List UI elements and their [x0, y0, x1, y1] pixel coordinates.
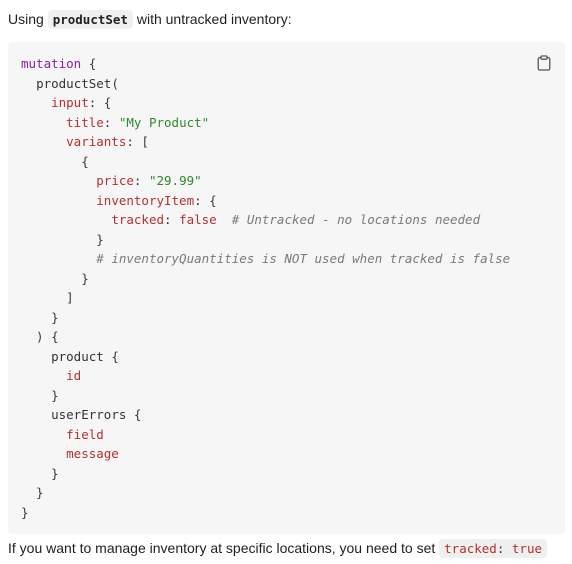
- code-token: :: [164, 212, 180, 227]
- code-token: [21, 95, 51, 110]
- intro-prefix: Using: [8, 11, 48, 27]
- intro-paragraph: Using productSet with untracked inventor…: [8, 9, 292, 30]
- code-token: [21, 134, 66, 149]
- code-line: productSet(: [21, 74, 510, 94]
- code-token: [21, 76, 36, 91]
- code-token: message: [66, 446, 119, 461]
- inline-code-tracked-true: tracked: true: [439, 539, 547, 558]
- code-line: mutation {: [21, 54, 510, 74]
- code-token: product: [51, 348, 104, 364]
- code-token: [21, 407, 51, 422]
- code-line: ) {: [21, 327, 510, 347]
- code-line: input: {: [21, 93, 510, 113]
- code-token: :: [133, 173, 149, 188]
- code-line: }: [21, 503, 510, 523]
- clipboard-icon: [537, 55, 551, 71]
- code-token: {: [126, 407, 142, 422]
- code-token: (: [111, 75, 119, 91]
- code-token: inventoryItem: [96, 192, 195, 208]
- code-token: :: [103, 114, 119, 130]
- code-token: mutation: [21, 56, 82, 71]
- code-token: input: [51, 95, 89, 110]
- code-block: mutation { productSet( input: { title: "…: [8, 42, 565, 534]
- code-line: tracked: false # Untracked - no location…: [21, 210, 510, 230]
- code-token: # Untracked - no locations needed: [231, 212, 481, 227]
- code-line: }: [21, 230, 510, 250]
- code-line: }: [21, 464, 510, 484]
- inline-code-sep: :: [496, 541, 512, 556]
- code-token: }: [21, 504, 29, 520]
- code-token: }: [21, 387, 59, 403]
- code-line: variants: [: [21, 132, 510, 152]
- code-token: }: [21, 465, 59, 481]
- code-token: [21, 193, 96, 208]
- code-token: [21, 212, 111, 227]
- code-token: [21, 173, 96, 188]
- code-line: id: [21, 366, 510, 386]
- code-token: id: [66, 368, 82, 383]
- code-token: title: [66, 114, 104, 130]
- code-line: title: "My Product": [21, 113, 510, 133]
- code-token: }: [21, 309, 59, 325]
- code-token: : [: [126, 134, 149, 149]
- code-line: message: [21, 444, 510, 464]
- intro-suffix: with untracked inventory:: [132, 11, 292, 27]
- code-token: {: [81, 56, 97, 71]
- code-token: }: [21, 231, 104, 247]
- inline-code-value: true: [511, 541, 542, 556]
- code-token: [21, 349, 51, 364]
- code-token: "29.99": [148, 173, 202, 188]
- code-token: productSet: [36, 75, 112, 91]
- code-line: price: "29.99": [21, 171, 510, 191]
- inline-code-key: tracked: [444, 541, 497, 556]
- code-line: product {: [21, 347, 510, 367]
- copy-code-button[interactable]: [537, 55, 551, 71]
- code-token: ]: [21, 290, 74, 305]
- code-token: price: [96, 173, 134, 188]
- code-lines: mutation { productSet( input: { title: "…: [21, 54, 510, 522]
- code-token: [217, 212, 232, 227]
- code-token: false: [179, 212, 217, 227]
- code-token: [21, 251, 96, 266]
- code-token: field: [66, 426, 104, 442]
- code-line: }: [21, 269, 510, 289]
- code-token: {: [103, 348, 119, 364]
- code-token: }: [21, 270, 89, 286]
- code-token: : {: [88, 95, 112, 110]
- code-token: [21, 446, 66, 461]
- code-token: # inventoryQuantities is NOT used when t…: [96, 251, 511, 266]
- code-line: ]: [21, 288, 510, 308]
- code-line: }: [21, 386, 510, 406]
- code-line: inventoryItem: {: [21, 191, 510, 211]
- code-line: {: [21, 152, 510, 172]
- outro-paragraph: If you want to manage inventory at speci…: [8, 537, 547, 560]
- code-token: ) {: [21, 329, 59, 344]
- code-token: variants: [66, 134, 127, 149]
- code-token: tracked: [111, 212, 164, 227]
- code-line: }: [21, 483, 510, 503]
- inline-code-productset: productSet: [47, 10, 133, 29]
- outro-text: If you want to manage inventory at speci…: [8, 540, 440, 556]
- code-line: field: [21, 425, 510, 445]
- code-token: {: [21, 153, 89, 169]
- code-token: [21, 115, 66, 130]
- code-line: }: [21, 308, 510, 328]
- code-token: "My Product": [118, 114, 210, 130]
- code-line: userErrors {: [21, 405, 510, 425]
- code-line: # inventoryQuantities is NOT used when t…: [21, 249, 510, 269]
- code-token: userErrors: [51, 407, 127, 422]
- code-token: }: [21, 485, 44, 500]
- code-token: [21, 368, 66, 383]
- code-token: [21, 427, 66, 442]
- code-token: : {: [194, 192, 217, 208]
